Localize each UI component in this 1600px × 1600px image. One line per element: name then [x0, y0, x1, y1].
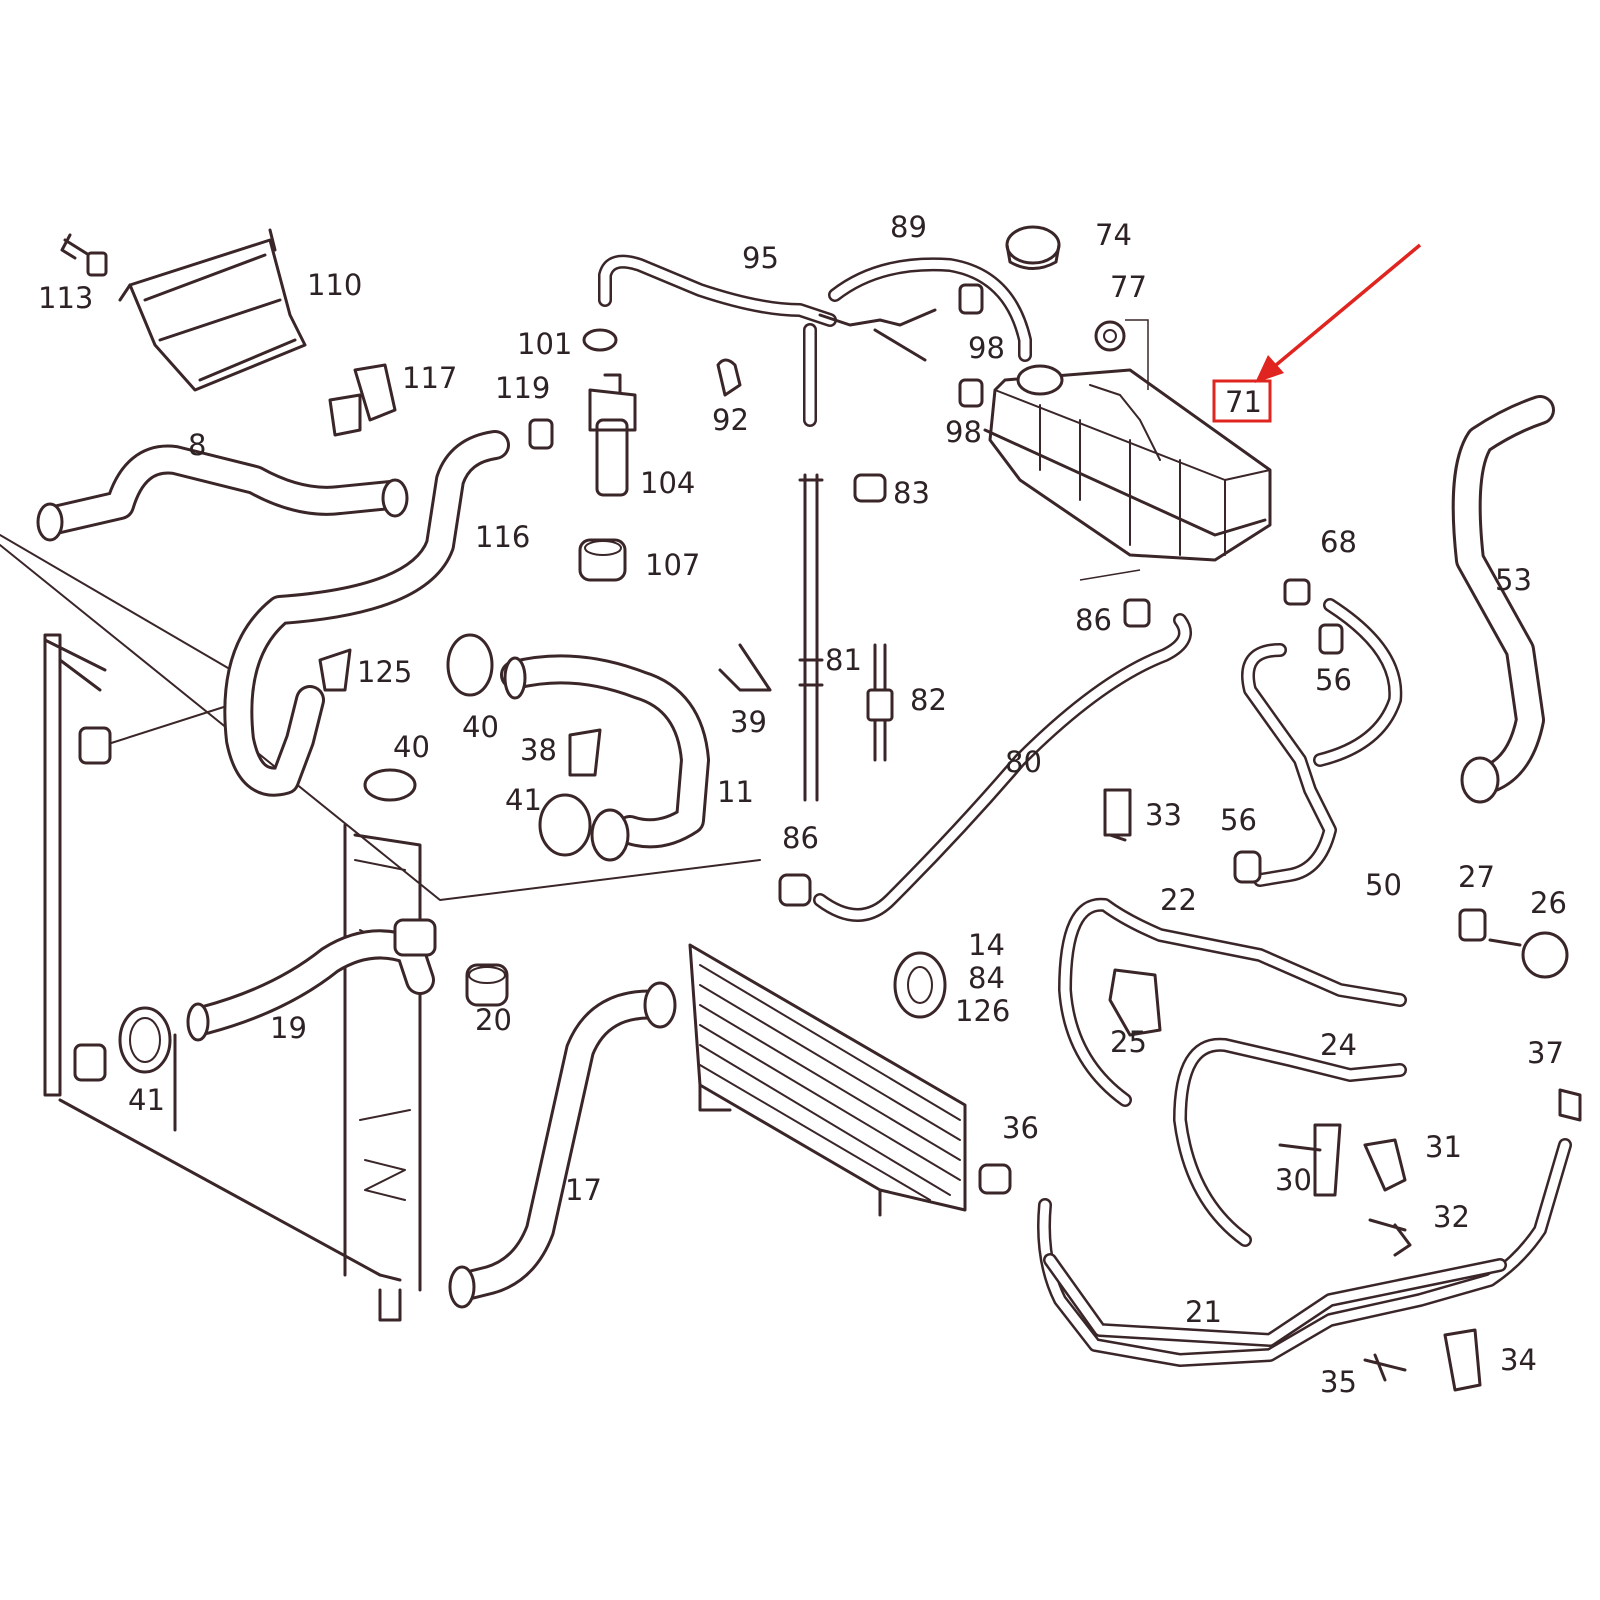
label-84: 84: [968, 961, 1005, 995]
hose-19: [186, 918, 437, 1042]
label-98-upper: 98: [968, 331, 1005, 365]
hose-89: [828, 257, 1032, 362]
red-arrow-shaft: [1268, 243, 1422, 372]
label-20: 20: [475, 1003, 512, 1037]
hose-11: [500, 654, 710, 862]
label-36: 36: [1002, 1111, 1039, 1145]
label-117: 117: [402, 361, 457, 395]
line-21: [978, 1138, 1572, 1367]
label-14: 14: [968, 928, 1005, 962]
label-53: 53: [1495, 563, 1532, 597]
part-81-rod: [798, 473, 824, 802]
hose-8: [36, 444, 409, 542]
hose-53: [1451, 395, 1555, 804]
hose-116: [223, 430, 510, 797]
label-82: 82: [910, 683, 947, 717]
label-41-upper: 41: [505, 783, 542, 817]
part-74-cap: [1005, 225, 1061, 270]
label-25: 25: [1110, 1025, 1147, 1059]
clamps-left-middle: [318, 633, 772, 857]
label-92: 92: [712, 403, 749, 437]
label-50: 50: [1365, 868, 1402, 902]
small-clips-top: [528, 283, 984, 503]
label-17: 17: [565, 1173, 602, 1207]
label-86-upper: 86: [1075, 603, 1112, 637]
hose-95: [598, 254, 937, 427]
label-98-lower: 98: [945, 415, 982, 449]
part-77-nut: [1094, 319, 1149, 390]
label-26: 26: [1530, 886, 1567, 920]
line-22: [1058, 897, 1407, 1107]
label-77: 77: [1110, 270, 1147, 304]
label-35: 35: [1320, 1365, 1357, 1399]
part-labels: 113 110 117 8 95 89 74 77 101 119 92 98 …: [38, 210, 1567, 1399]
highlight-arrow-group: [1212, 243, 1422, 423]
part-107-bushing: [578, 538, 627, 582]
label-71: 71: [1225, 385, 1262, 419]
label-74: 74: [1095, 218, 1132, 252]
label-81: 81: [825, 643, 862, 677]
label-40-lower: 40: [393, 730, 430, 764]
clips-right: [778, 578, 1344, 907]
label-95: 95: [742, 241, 779, 275]
label-11: 11: [717, 775, 754, 809]
label-22: 22: [1160, 883, 1197, 917]
part-82-valve: [866, 643, 894, 762]
part-117-clip: [328, 363, 397, 437]
radiator: [43, 633, 422, 1322]
label-110: 110: [307, 268, 362, 302]
label-21: 21: [1185, 1295, 1222, 1329]
part-110-bracket: [118, 228, 307, 392]
label-83: 83: [893, 476, 930, 510]
label-68: 68: [1320, 525, 1357, 559]
label-119: 119: [495, 371, 550, 405]
hose-50: [1241, 598, 1403, 887]
leader-lines: [1079, 569, 1141, 581]
label-41-lower: 41: [128, 1083, 165, 1117]
red-arrow-head: [1255, 355, 1284, 383]
label-56-upper: 56: [1315, 663, 1352, 697]
hose-80: [813, 613, 1192, 922]
label-19: 19: [270, 1011, 307, 1045]
label-34: 34: [1500, 1343, 1537, 1377]
parts-30-31-32: [1278, 1088, 1582, 1257]
part-71-expansion-tank: [983, 364, 1272, 562]
highlight-box-71: [1212, 379, 1272, 423]
part-104-pump: [588, 373, 637, 497]
label-32: 32: [1433, 1200, 1470, 1234]
label-56-lower: 56: [1220, 803, 1257, 837]
label-116: 116: [475, 520, 530, 554]
part-113-bolt: [60, 233, 108, 277]
label-8: 8: [188, 428, 206, 462]
label-24: 24: [1320, 1028, 1357, 1062]
label-38: 38: [520, 733, 557, 767]
label-104: 104: [640, 466, 695, 500]
line-24: [1173, 1037, 1407, 1247]
label-39: 39: [730, 705, 767, 739]
parts-34-35: [1363, 1328, 1482, 1392]
label-113: 113: [38, 281, 93, 315]
label-30: 30: [1275, 1163, 1312, 1197]
part-14-84-126: [893, 951, 947, 1019]
label-37: 37: [1527, 1036, 1564, 1070]
label-33: 33: [1145, 798, 1182, 832]
hose-17: [448, 981, 677, 1309]
label-125: 125: [357, 655, 412, 689]
parts-27-26: [1458, 908, 1569, 979]
part-20-sleeve: [465, 963, 509, 1007]
part-41-clamp: [118, 1006, 172, 1074]
label-86-lower: 86: [782, 821, 819, 855]
part-25-valve: [1108, 968, 1162, 1037]
label-126: 126: [955, 994, 1010, 1028]
label-40-upper: 40: [462, 710, 499, 744]
label-101: 101: [517, 327, 572, 361]
label-89: 89: [890, 210, 927, 244]
label-107: 107: [645, 548, 700, 582]
label-31: 31: [1425, 1130, 1462, 1164]
label-80: 80: [1005, 745, 1042, 779]
label-27: 27: [1458, 860, 1495, 894]
oil-cooler: [688, 943, 967, 1217]
